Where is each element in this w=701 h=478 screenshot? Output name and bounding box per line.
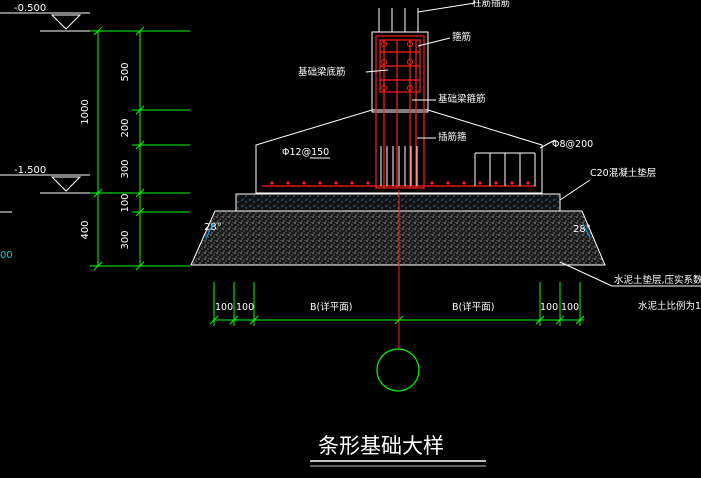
horizontal-dim-labels: 100 100 B(详平面) B(详平面) 100 100 (215, 301, 579, 313)
dim-300-lower: 300 (120, 230, 131, 249)
label-stirrups: 箍筋 (452, 31, 471, 43)
label-dist-bars: Φ8@200 (552, 139, 593, 150)
column-top-bars (378, 8, 419, 32)
axis-bubble (376, 348, 420, 392)
label-beam-stirrups: 基础梁箍筋 (438, 93, 486, 105)
vertical-dimensions (90, 26, 190, 271)
slope-label-left: 28° (204, 222, 222, 233)
hdim-100-4: 100 (561, 302, 579, 313)
elevation-label: -0.500 (14, 3, 46, 14)
drawing-title: 条形基础大样 (318, 434, 444, 458)
corner-bars (381, 41, 413, 91)
vertical-dim-labels: 500 1000 200 300 100 400 300 (80, 62, 131, 249)
label-mix-note: 水泥土比例为1:9 (638, 300, 701, 312)
elevation-marker-bottom: -1.500 (0, 165, 100, 194)
column-outline (371, 31, 429, 113)
elevation-marker-top: -0.500 (0, 3, 100, 32)
dim-300-upper: 300 (120, 159, 131, 178)
horizontal-dimensions (209, 282, 585, 326)
dim-400: 400 (80, 220, 91, 239)
rebar-dots (270, 181, 530, 185)
dim-1000: 1000 (80, 99, 91, 124)
slope-label-right: 28° (573, 224, 591, 235)
label-bottom-bars: Φ12@150 (282, 147, 329, 158)
dim-500: 500 (120, 62, 131, 81)
left-cut-text: 00 (0, 250, 13, 261)
hdim-100-3: 100 (540, 302, 558, 313)
hdim-100-2: 100 (236, 302, 254, 313)
dim-100: 100 (120, 193, 131, 212)
hdim-100-1: 100 (215, 302, 233, 313)
label-cushion: C20混凝土垫层 (590, 167, 656, 179)
concrete-cushion (235, 193, 561, 212)
label-gravel-note: 水泥土垫层,压实系数不 (614, 274, 701, 286)
dowel-bars-white (380, 146, 536, 186)
label-column-bars: 柱筋插筋 (472, 0, 510, 9)
cement-soil-cushion (190, 210, 606, 266)
elevation-label: -1.500 (14, 165, 46, 176)
hdim-b-right: B(详平面) (452, 301, 494, 313)
callout-leaders (310, 2, 701, 287)
dim-200: 200 (120, 118, 131, 137)
label-beam-bars: 基础梁底筋 (298, 66, 346, 78)
label-dowel: 插筋箍 (438, 131, 467, 143)
callout-labels: 柱筋插筋 箍筋 基础梁底筋 基础梁箍筋 插筋箍 Φ12@150 Φ8@200 C… (282, 0, 701, 312)
hdim-b-left: B(详平面) (310, 301, 352, 313)
